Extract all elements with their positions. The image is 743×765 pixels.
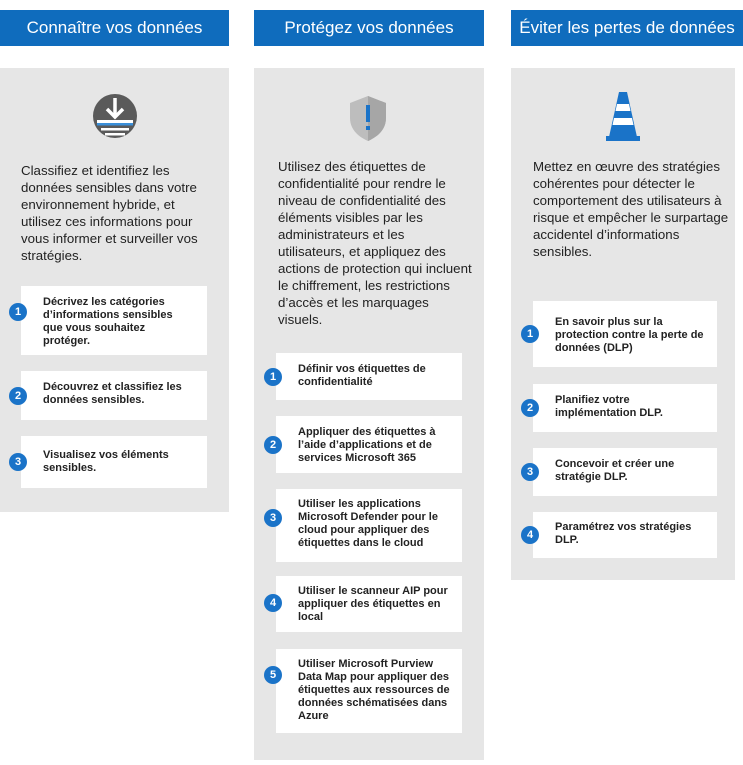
step-number-badge: 4 — [264, 594, 282, 612]
column-3-header: Éviter les pertes de données — [511, 10, 743, 46]
step-number-badge: 2 — [264, 436, 282, 454]
column-2-step-5[interactable]: 5 Utiliser Microsoft Purview Data Map po… — [264, 649, 462, 733]
column-3-panel: Mettez en œuvre des stratégies cohérente… — [511, 68, 735, 580]
step-number-badge: 3 — [9, 453, 27, 471]
column-2-step-4[interactable]: 4 Utiliser le scanneur AIP pour applique… — [264, 576, 462, 632]
column-3-step-3[interactable]: 3 Concevoir et créer une stratégie DLP. — [521, 448, 717, 496]
step-label: Appliquer des étiquettes à l’aide d’appl… — [298, 426, 436, 464]
step-label: Définir vos étiquettes de confidentialit… — [298, 363, 426, 388]
step-number-badge: 1 — [264, 368, 282, 386]
column-1-header: Connaître vos données — [0, 10, 229, 46]
step-label: Utiliser le scanneur AIP pour appliquer … — [298, 585, 448, 623]
step-number-badge: 5 — [264, 666, 282, 684]
step-number-badge: 3 — [264, 509, 282, 527]
step-number-badge: 1 — [521, 325, 539, 343]
column-1-panel: Classifiez et identifiez les données sen… — [0, 68, 229, 512]
step-label: Utiliser les applications Microsoft Defe… — [298, 498, 438, 549]
step-number-badge: 2 — [521, 399, 539, 417]
column-2-header: Protégez vos données — [254, 10, 484, 46]
column-2-panel: Utilisez des étiquettes de confidentiali… — [254, 68, 484, 760]
step-number-badge: 3 — [521, 463, 539, 481]
step-number-badge: 4 — [521, 526, 539, 544]
column-1-description: Classifiez et identifiez les données sen… — [21, 163, 198, 263]
column-2-step-2[interactable]: 2 Appliquer des étiquettes à l’aide d’ap… — [264, 416, 462, 473]
step-number-badge: 1 — [9, 303, 27, 321]
column-3-step-2[interactable]: 2 Planifiez votre implémentation DLP. — [521, 384, 717, 432]
classify-download-icon — [91, 92, 139, 145]
column-2-step-1[interactable]: 1 Définir vos étiquettes de confidential… — [264, 353, 462, 400]
step-label: Planifiez votre implémentation DLP. — [555, 394, 663, 419]
step-label: Découvrez et classifiez les données sens… — [43, 381, 182, 406]
step-label: Visualisez vos éléments sensibles. — [43, 449, 169, 474]
step-number-badge: 2 — [9, 387, 27, 405]
column-2-step-3[interactable]: 3 Utiliser les applications Microsoft De… — [264, 489, 462, 562]
column-1-step-3[interactable]: 3 Visualisez vos éléments sensibles. — [9, 436, 207, 488]
step-label: Utiliser Microsoft Purview Data Map pour… — [298, 658, 450, 722]
column-1-step-2[interactable]: 2 Découvrez et classifiez les données se… — [9, 371, 207, 420]
column-3-description: Mettez en œuvre des stratégies cohérente… — [533, 159, 729, 259]
step-label: Décrivez les catégories d’informations s… — [43, 296, 173, 347]
traffic-cone-icon — [606, 90, 640, 147]
column-3-step-1[interactable]: 1 En savoir plus sur la protection contr… — [521, 301, 717, 367]
shield-alert-icon — [346, 94, 390, 147]
column-1-step-1[interactable]: 1 Décrivez les catégories d’informations… — [9, 286, 207, 355]
column-2-description: Utilisez des étiquettes de confidentiali… — [278, 159, 472, 327]
step-label: En savoir plus sur la protection contre … — [555, 316, 704, 354]
step-label: Concevoir et créer une stratégie DLP. — [555, 458, 675, 483]
column-3-step-4[interactable]: 4 Paramétrez vos stratégies DLP. — [521, 512, 717, 558]
step-label: Paramétrez vos stratégies DLP. — [555, 521, 692, 546]
